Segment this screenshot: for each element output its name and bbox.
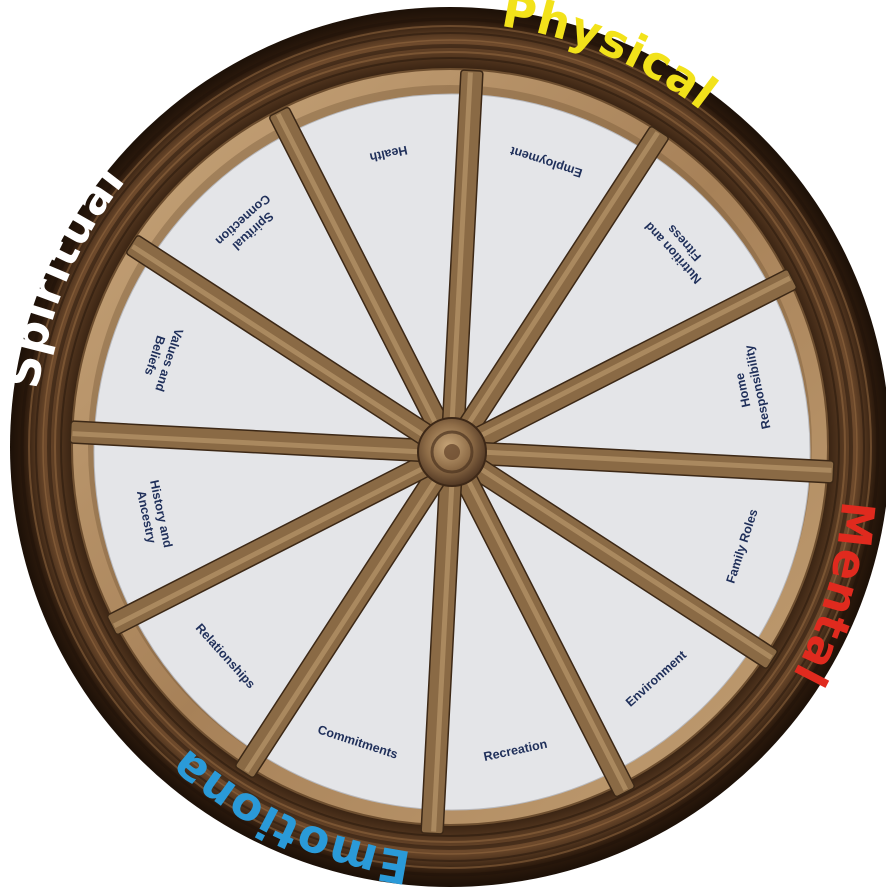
wheel-diagram: HealthEmploymentNutrition andFitnessHome… [0, 0, 886, 890]
